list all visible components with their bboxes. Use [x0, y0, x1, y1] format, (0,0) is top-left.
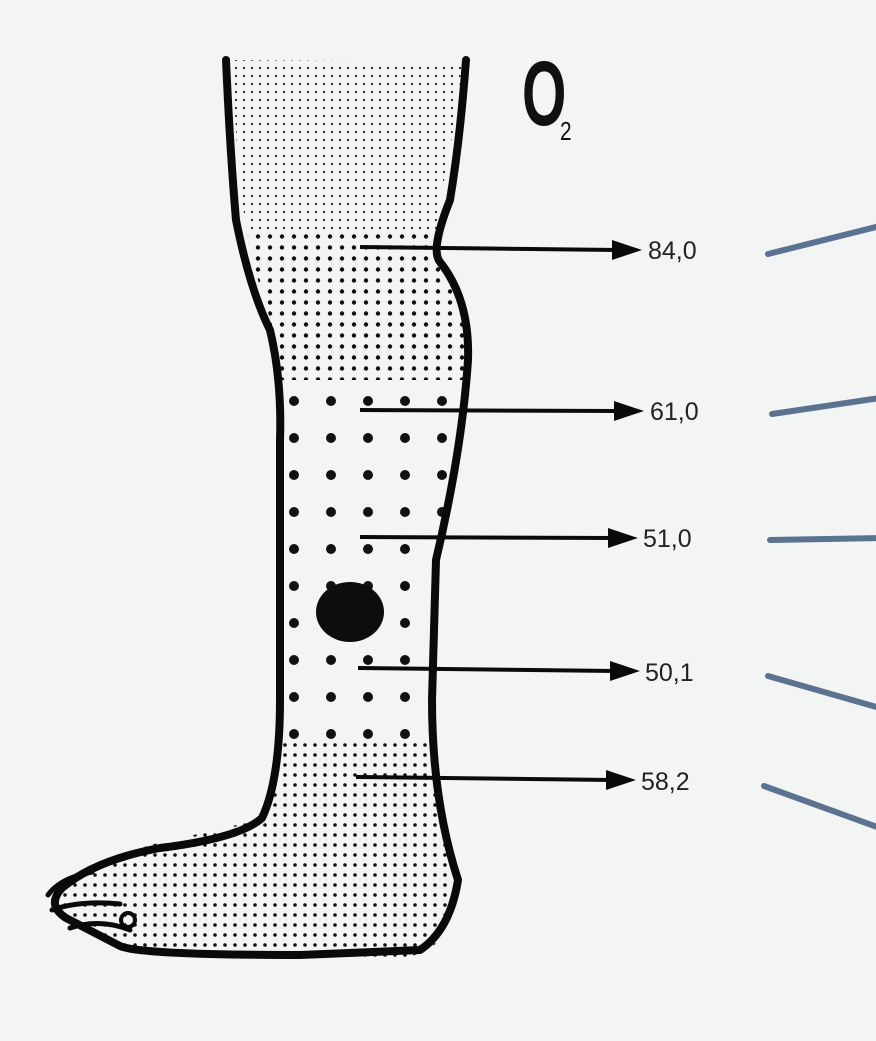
reading-3: 51,0 — [643, 525, 692, 553]
pointer-line-2 — [772, 398, 876, 414]
pointer-line-3 — [770, 538, 876, 540]
reading-4: 50,1 — [645, 659, 694, 687]
reading-labels: 84,0 61,0 51,0 50,1 58,2 — [641, 237, 699, 796]
gas-symbol: O 2 — [522, 48, 582, 148]
reading-1: 84,0 — [648, 237, 697, 265]
pointer-line-5 — [764, 786, 876, 828]
reading-2: 61,0 — [650, 398, 699, 426]
gas-symbol-subscript: 2 — [560, 118, 572, 144]
reading-5: 58,2 — [641, 768, 690, 796]
pointer-line-1 — [768, 226, 876, 254]
leg-texture — [40, 60, 480, 970]
pointer-lines — [764, 226, 876, 828]
pointer-line-4 — [768, 676, 876, 708]
ulcer-spot — [316, 582, 384, 642]
